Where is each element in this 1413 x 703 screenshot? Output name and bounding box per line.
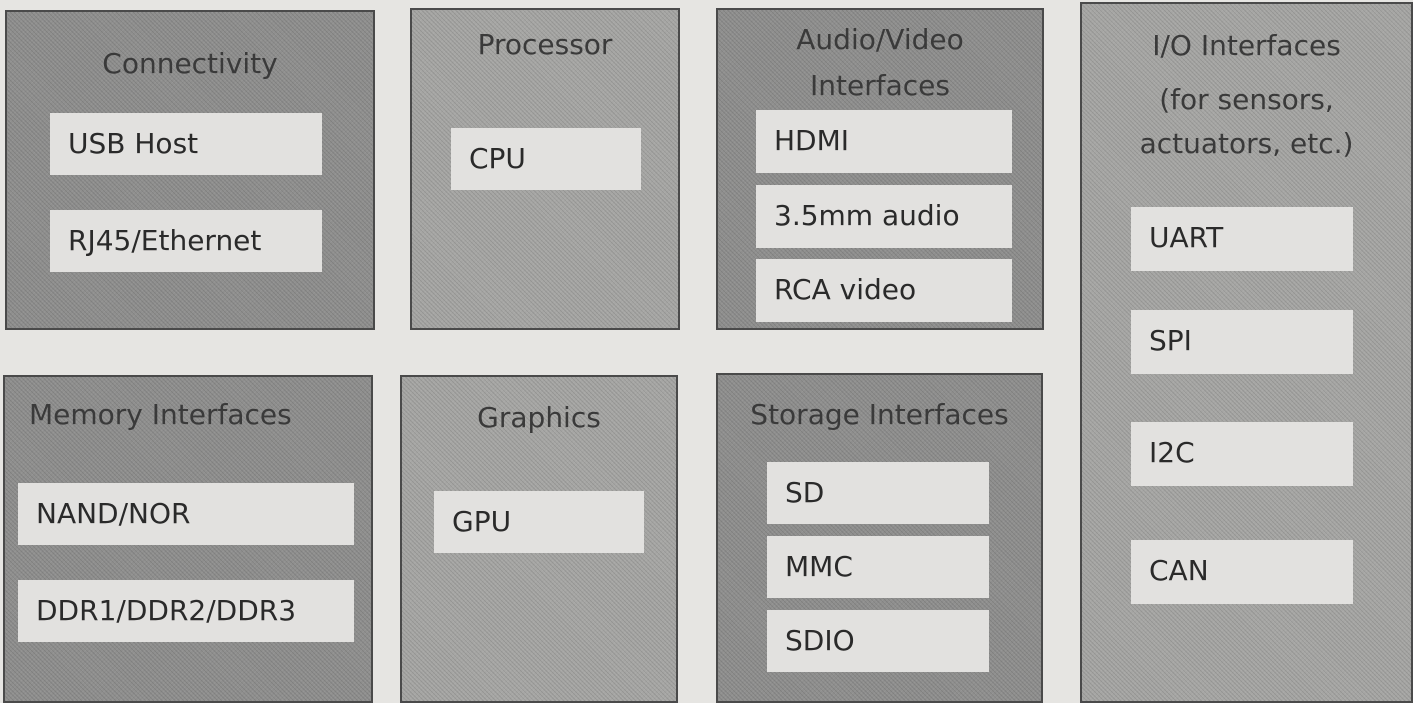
cpu-item: CPU [451,128,641,190]
graphics-title: Graphics [477,401,601,434]
gpu-item: GPU [434,491,644,553]
i2c-item: I2C [1131,422,1353,486]
connectivity-title: Connectivity [102,47,278,80]
graphics-block: Graphics GPU [400,375,678,703]
ddr-item: DDR1/DDR2/DDR3 [18,580,354,642]
io-interfaces-block: I/O Interfaces (for sensors, actuators, … [1080,2,1413,703]
audio-video-title-line2: Interfaces [810,69,950,102]
spi-item: SPI [1131,310,1353,374]
storage-title: Storage Interfaces [750,398,1009,431]
nand-nor-item: NAND/NOR [18,483,354,545]
rca-video-item: RCA video [756,259,1012,322]
sd-item: SD [767,462,989,524]
io-title-line1: I/O Interfaces [1152,29,1341,62]
processor-title: Processor [477,28,613,61]
memory-interfaces-block: Memory Interfaces NAND/NOR DDR1/DDR2/DDR… [3,375,373,703]
mmc-item: MMC [767,536,989,598]
uart-item: UART [1131,207,1353,271]
memory-title: Memory Interfaces [29,398,292,431]
audio-video-title-line1: Audio/Video [796,23,964,56]
hdmi-item: HDMI [756,110,1012,173]
can-item: CAN [1131,540,1353,604]
processor-block: Processor CPU [410,8,680,330]
audio-video-block: Audio/Video Interfaces HDMI 3.5mm audio … [716,8,1044,330]
io-title-line3: actuators, etc.) [1139,127,1354,160]
connectivity-block: Connectivity USB Host RJ45/Ethernet [5,10,375,330]
storage-interfaces-block: Storage Interfaces SD MMC SDIO [716,373,1043,703]
audio-3-5mm-item: 3.5mm audio [756,185,1012,248]
usb-host-item: USB Host [50,113,322,175]
rj45-ethernet-item: RJ45/Ethernet [50,210,322,272]
sdio-item: SDIO [767,610,989,672]
io-title-line2: (for sensors, [1159,83,1334,116]
